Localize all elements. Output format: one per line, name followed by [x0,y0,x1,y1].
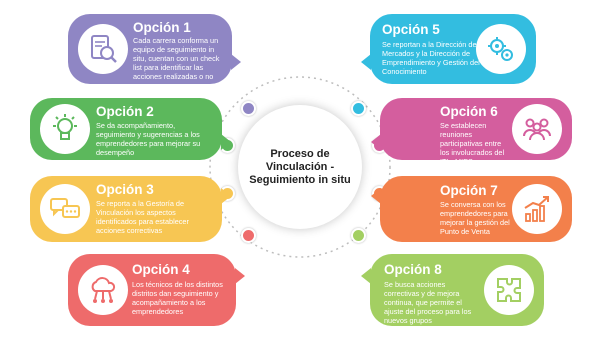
gears-icon [476,24,526,74]
cloud-network-icon [78,265,128,315]
option-8-text: Se busca acciones correctivas y de mejor… [384,280,472,325]
checklist-magnifier-icon [78,24,128,74]
puzzle-icon [484,265,534,315]
option-1-card: Opción 1 Cada carrera conforma un equipo… [68,14,241,84]
option-7-text: Se conversa con los emprendedores para m… [440,200,510,236]
option-5-text: Se reportan a la Dirección de Mercados y… [382,40,480,76]
option-7-title: Opción 7 [440,183,498,198]
growth-chart-icon [512,184,562,234]
option-2-card: Opción 2 Se da acompañamiento, seguimien… [30,98,231,160]
center-title-line1: Proceso de [270,147,330,160]
option-4-title: Opción 4 [132,262,190,277]
option-3-text: Se reporta a la Gestoría de Vinculación … [96,199,189,235]
dot-option-4 [241,228,256,243]
dot-option-5 [351,101,366,116]
people-meeting-icon [512,104,562,154]
option-7-card: Opción 7 Se conversa con los emprendedor… [371,176,572,242]
lightbulb-icon [40,104,90,154]
dot-option-8 [351,228,366,243]
center-title-line3: Seguimiento in situ [249,173,351,186]
option-8-title: Opción 8 [384,262,442,277]
option-3-card: Opción 3 Se reporta a la Gestoría de Vin… [30,176,231,242]
option-1-title: Opción 1 [133,20,191,35]
center-circle: Proceso de Vinculación - Seguimiento in … [238,105,362,229]
option-4-card: Opción 4 Los técnicos de los distintos d… [68,254,245,326]
option-6-title: Opción 6 [440,104,498,119]
option-4-text: Los técnicos de los distintos distritos … [132,280,223,316]
option-2-text: Se da acompañamiento, seguimiento y suge… [96,121,201,157]
option-3-title: Opción 3 [96,182,154,197]
option-8-card: Opción 8 Se busca acciones correctivas y… [361,254,544,326]
option-6-card: Opción 6 Se establecen reuniones partici… [371,98,572,175]
dot-option-1 [241,101,256,116]
center-title-line2: Vinculación - [265,160,335,173]
option-1-text: Cada carrera conforma un equipo de segui… [133,36,220,81]
option-6-text: Se establecen reuniones participativas e… [440,121,505,175]
option-2-title: Opción 2 [96,104,154,119]
option-5-title: Opción 5 [382,22,440,37]
chat-bubbles-icon [40,184,90,234]
option-5-card: Opción 5 Se reportan a la Dirección de M… [361,14,536,84]
